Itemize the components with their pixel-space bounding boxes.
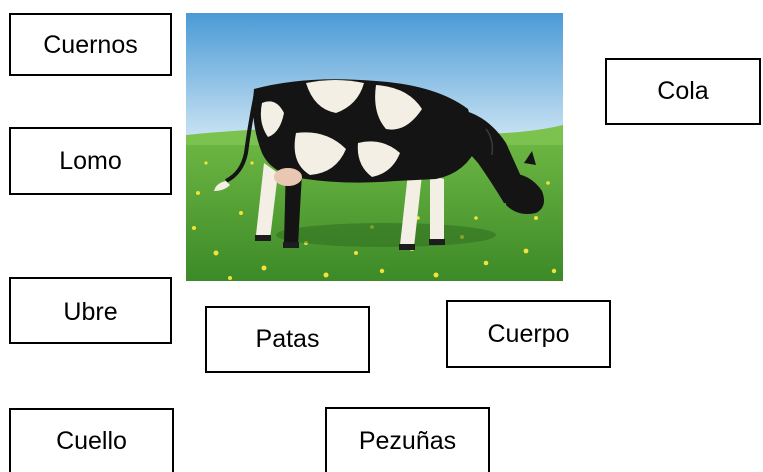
cow-patch: [357, 141, 400, 177]
cow-hoof: [399, 244, 415, 250]
cow-patch: [375, 85, 422, 130]
cow-front-leg-right: [430, 175, 444, 241]
label-ubre[interactable]: Ubre: [9, 277, 172, 344]
label-patas[interactable]: Patas: [205, 306, 370, 373]
cow-udder: [274, 168, 302, 186]
cow-tail-tuft: [214, 181, 230, 191]
cow-hoof: [283, 242, 299, 248]
label-cuerpo[interactable]: Cuerpo: [446, 300, 611, 368]
cow-patch: [294, 132, 346, 175]
label-lomo[interactable]: Lomo: [9, 127, 172, 195]
label-cuernos[interactable]: Cuernos: [9, 13, 172, 76]
cow-shadow: [276, 223, 496, 247]
cow-illustration: [186, 13, 563, 281]
label-cuello[interactable]: Cuello: [9, 408, 174, 472]
cow: [214, 79, 544, 250]
cow-hoof: [255, 235, 271, 241]
cow-front-leg-left: [400, 173, 422, 247]
cow-patch: [306, 80, 364, 113]
cow-head: [506, 173, 544, 214]
cow-hoof: [429, 239, 445, 245]
cow-ear: [524, 151, 536, 165]
cow-back-leg-left: [256, 163, 278, 239]
cow-tail: [225, 92, 258, 183]
label-cola[interactable]: Cola: [605, 58, 761, 125]
cow-collar: [485, 128, 494, 156]
label-pezunas[interactable]: Pezuñas: [325, 407, 490, 472]
cow-patch: [260, 101, 284, 137]
cow-photo: [186, 13, 563, 281]
